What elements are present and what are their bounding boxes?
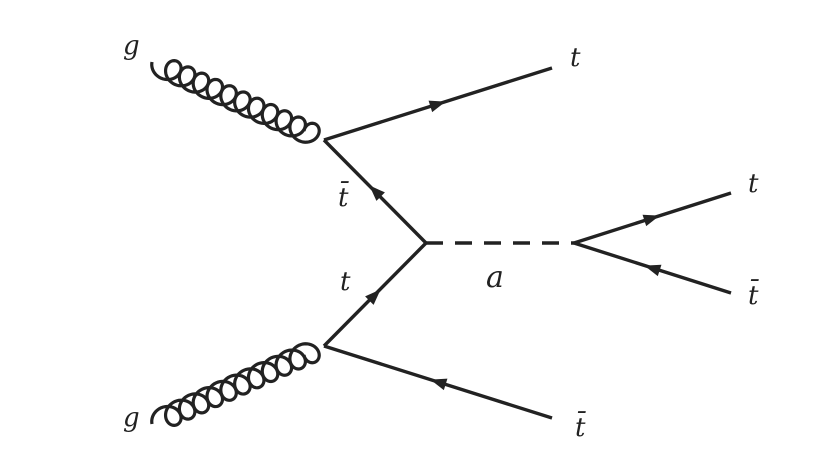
label-gluon-bottom: g: [123, 403, 140, 433]
arrow-internal-top: [365, 289, 381, 305]
arrow-outgoing-top: [428, 100, 446, 113]
label-decay-top: t: [748, 169, 759, 199]
label-outgoing-top: t: [570, 43, 581, 73]
label-outgoing-antitop: t̄: [575, 410, 587, 443]
arrow-decay-antitop: [644, 264, 662, 277]
arrow-internal-antitop: [369, 185, 385, 201]
label-decay-antitop: t̄: [748, 278, 760, 311]
label-internal-top: t: [340, 267, 351, 297]
arrow-decay-top: [642, 214, 660, 227]
label-mediator: a: [486, 260, 504, 295]
arrow-outgoing-antitop: [430, 378, 448, 391]
gluon-line-top: [150, 59, 321, 144]
label-internal-antitop: t̄: [338, 180, 350, 213]
label-gluon-top: g: [123, 31, 140, 61]
gluon-line-bottom: [150, 342, 321, 427]
